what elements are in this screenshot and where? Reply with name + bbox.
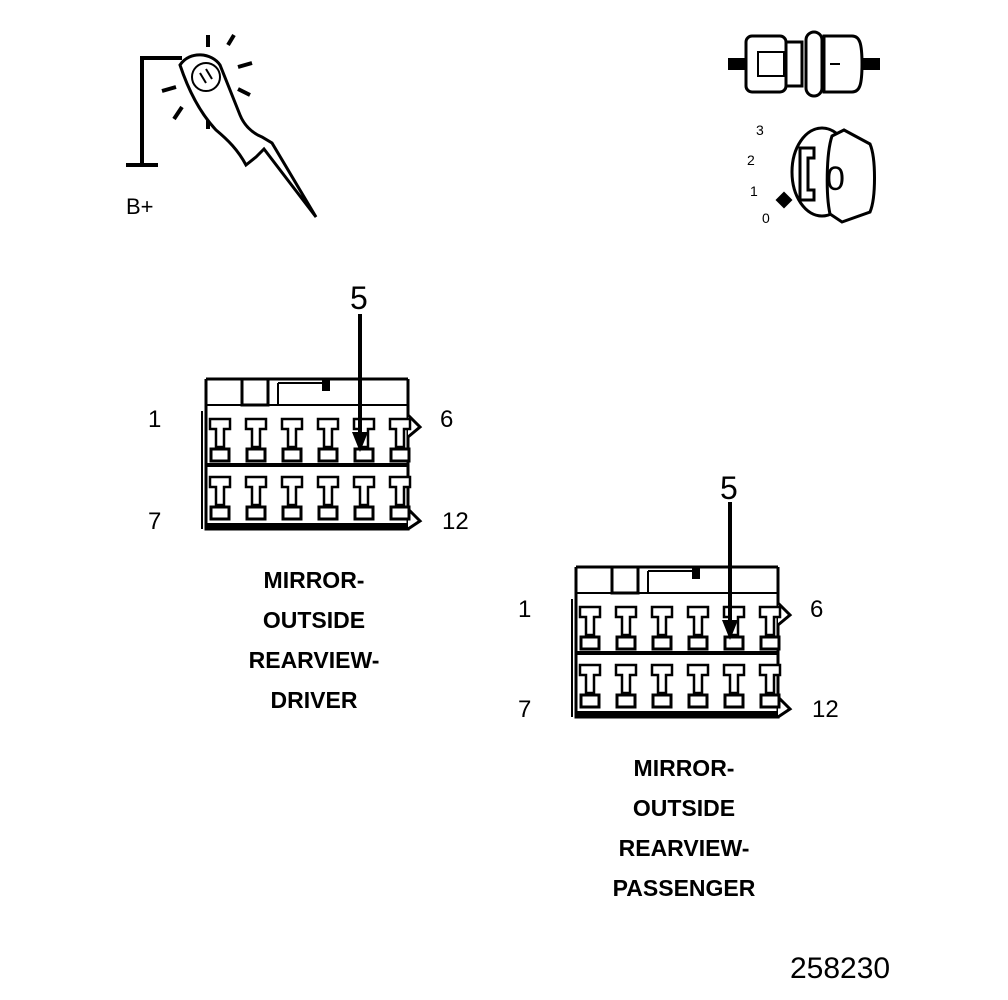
passenger-title-line-3: REARVIEW- [618, 835, 750, 861]
connector-terminal [280, 417, 304, 463]
ignition-position-3: 3 [756, 122, 764, 138]
passenger-pin-12-label: 12 [812, 696, 839, 723]
connector-housing [574, 567, 780, 719]
connector-terminal [388, 475, 412, 521]
passenger-pin-7-label: 7 [518, 696, 532, 723]
connector-terminal [650, 605, 674, 651]
connector-terminal [758, 663, 782, 709]
connector-terminal [614, 663, 638, 709]
disconnect-connector-icon [728, 30, 880, 98]
ignition-key-position: 0 [826, 160, 845, 198]
test-light-probe-icon [126, 33, 318, 218]
connector-terminal [650, 663, 674, 709]
connector-latch [240, 377, 270, 407]
connector-terminal [578, 605, 602, 651]
connector-terminal [244, 417, 268, 463]
supply-label: B+ [126, 194, 154, 219]
passenger-title-line-4: PASSENGER [612, 875, 756, 901]
connector-terminal [208, 475, 232, 521]
connector-terminal [722, 663, 746, 709]
driver-title-line-1: MIRROR- [263, 567, 365, 593]
driver-pin-7-label: 7 [148, 508, 162, 535]
passenger-title-line-1: MIRROR- [633, 755, 735, 781]
driver-connector-face-icon [201, 377, 423, 531]
driver-pin-1-label: 1 [148, 406, 162, 433]
passenger-callout-pin-number: 5 [720, 470, 738, 506]
driver-callout-pin-number: 5 [350, 280, 368, 316]
figure-number: 258230 [790, 952, 891, 985]
connector-terminal [316, 417, 340, 463]
ignition-position-2: 2 [747, 152, 755, 168]
passenger-pin-1-label: 1 [518, 596, 532, 623]
driver-title-line-2: OUTSIDE [262, 607, 366, 633]
connector-terminal [758, 605, 782, 651]
connector-housing [204, 379, 410, 531]
driver-connector-title: MIRROR- OUTSIDE REARVIEW- DRIVER [214, 560, 414, 720]
ignition-position-0: 0 [762, 210, 770, 226]
connector-terminal [686, 663, 710, 709]
passenger-connector-face-icon [571, 565, 793, 719]
connector-terminal [614, 605, 638, 651]
connector-terminal [352, 475, 376, 521]
driver-pin5-callout-arrow-icon [352, 314, 368, 452]
driver-pin-6-label: 6 [440, 406, 454, 433]
ignition-switch-icon [775, 126, 876, 224]
ignition-position-1: 1 [750, 183, 758, 199]
connector-latch [610, 565, 640, 595]
driver-pin-12-label: 12 [442, 508, 469, 535]
connector-terminal [686, 605, 710, 651]
connector-terminal [208, 417, 232, 463]
connector-terminal [316, 475, 340, 521]
connector-terminal [388, 417, 412, 463]
passenger-pin5-callout-arrow-icon [722, 502, 738, 640]
connector-terminal [244, 475, 268, 521]
passenger-connector-title: MIRROR- OUTSIDE REARVIEW- PASSENGER [574, 748, 794, 908]
connector-terminal [578, 663, 602, 709]
driver-title-line-3: REARVIEW- [248, 647, 380, 673]
connector-terminal [280, 475, 304, 521]
passenger-pin-6-label: 6 [810, 596, 824, 623]
driver-title-line-4: DRIVER [270, 687, 358, 713]
passenger-title-line-2: OUTSIDE [632, 795, 736, 821]
